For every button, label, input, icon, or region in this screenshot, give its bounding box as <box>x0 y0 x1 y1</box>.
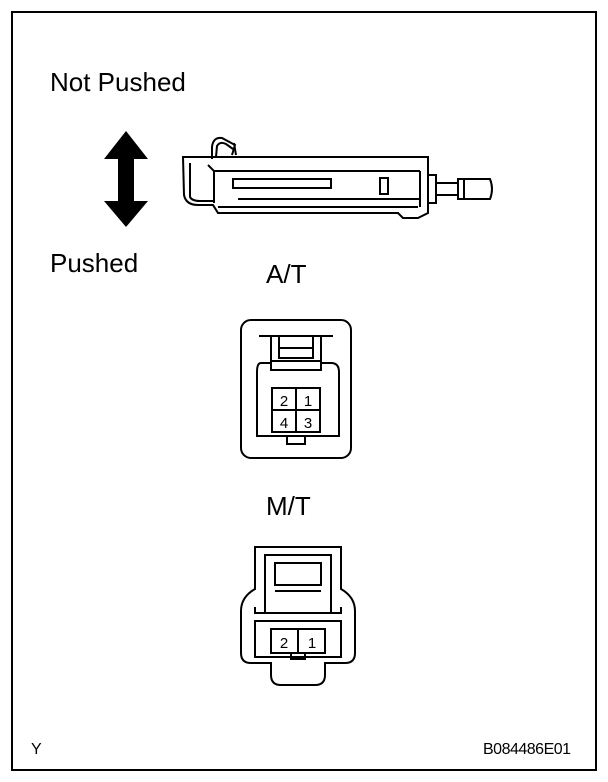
at-pin-3: 3 <box>304 415 312 432</box>
at-pin-2: 2 <box>280 393 288 410</box>
mt-label: M/T <box>266 491 311 521</box>
figure-code-label: B084486E01 <box>483 741 571 758</box>
mt-connector: 2 1 <box>240 546 356 686</box>
switch-side-view <box>181 136 493 219</box>
not-pushed-label: Not Pushed <box>50 67 186 97</box>
diagram-frame: Not Pushed Pushed A/T M/T Y B084486E01 <box>11 11 597 771</box>
double-arrow-icon <box>104 131 148 227</box>
at-connector: 2 1 4 3 <box>240 319 352 459</box>
mt-pin-1: 1 <box>308 635 316 652</box>
at-pin-1: 1 <box>304 393 312 410</box>
at-terminal-grid <box>271 387 321 433</box>
at-label: A/T <box>266 259 307 289</box>
at-pin-4: 4 <box>280 415 288 432</box>
corner-y-label: Y <box>31 741 42 758</box>
pushed-label: Pushed <box>50 248 139 278</box>
mt-pin-2: 2 <box>280 635 288 652</box>
